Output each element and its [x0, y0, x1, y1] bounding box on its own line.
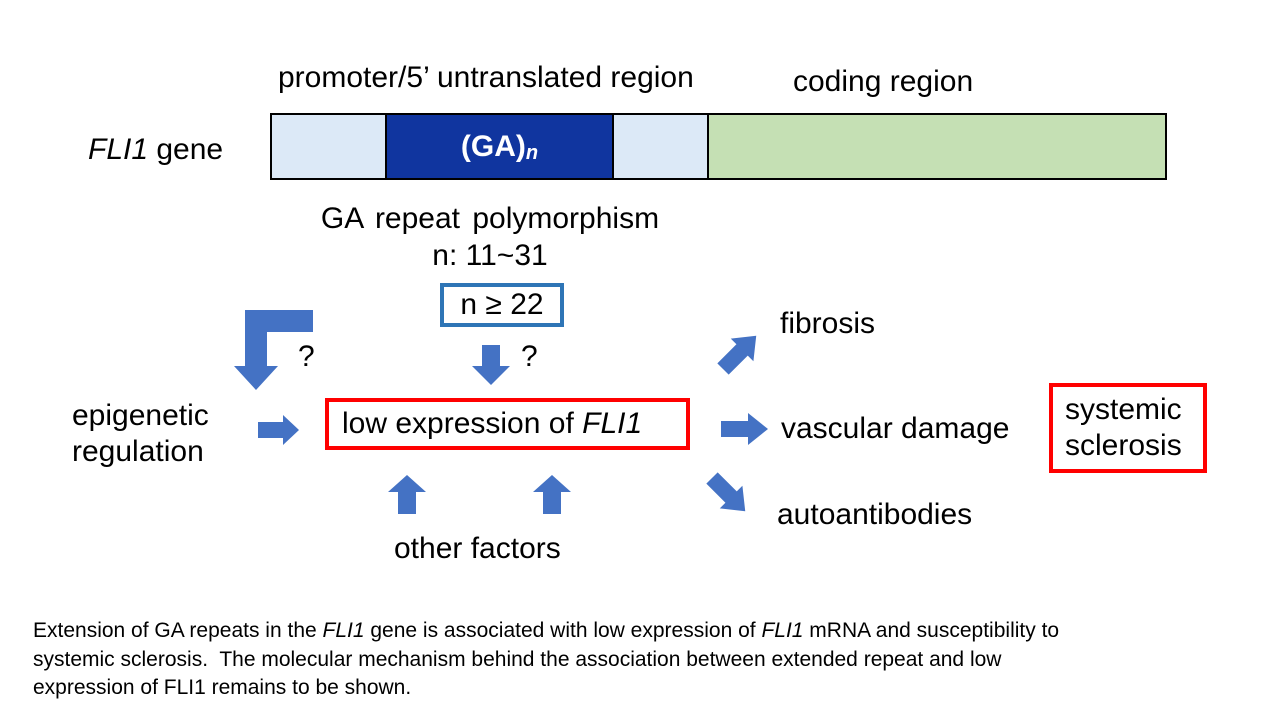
low-expression-box: low expression of FLI1 [325, 398, 690, 450]
ga-repeat-label: (GA) [460, 129, 526, 163]
systemic-line2: sclerosis [1065, 429, 1182, 462]
coding-segment [707, 115, 1165, 178]
systemic-line1: systemic [1065, 393, 1182, 426]
question-mark-center: ? [521, 340, 538, 373]
gene-name-label: FLI1 gene [88, 132, 223, 168]
caption-line-3: expression of FLI1 remains to be shown. [33, 676, 412, 699]
low-expression-gene: FLI1 [582, 407, 643, 440]
systemic-sclerosis-box: systemic sclerosis [1049, 383, 1207, 473]
polymorphism-range: n: 11~31 [432, 239, 548, 272]
epigenetic-right-arrow [258, 415, 299, 445]
threshold-down-arrow [472, 345, 510, 385]
fibrosis-label: fibrosis [780, 307, 876, 340]
epigenetic-line2: regulation [72, 435, 204, 468]
epigenetic-regulation-label: epigenetic regulation [72, 398, 209, 470]
vascular-damage-label: vascular damage [781, 412, 1010, 445]
coding-region-label: coding region [793, 65, 974, 98]
caption-text: mRNA and susceptibility to [803, 619, 1060, 642]
threshold-box: n ≥ 22 [440, 283, 564, 327]
ga-repeat-segment: (GA)n [385, 115, 614, 178]
ga-repeat-subscript: n [525, 142, 539, 164]
caption-text: Extension of GA repeats in the [33, 619, 323, 642]
caption-gene-italic: FLI1 [761, 619, 804, 642]
low-expression-text: low expression of [342, 407, 583, 440]
utr-segment-right [614, 115, 707, 178]
epigenetic-line1: epigenetic [72, 399, 209, 432]
polymorphism-title: GA repeat polymorphism [320, 202, 660, 235]
other-factors-up-arrow-left [388, 475, 426, 514]
gene-name-suffix: gene [148, 133, 224, 166]
caption: Extension of GA repeats in the FLI1 gene… [33, 617, 1059, 703]
gene-name-italic: FLI1 [88, 133, 149, 166]
other-factors-up-arrow-right [533, 475, 571, 514]
fibrosis-diagonal-arrow [717, 335, 757, 375]
utr-segment-left [272, 115, 385, 178]
autoantibodies-label: autoantibodies [777, 498, 973, 531]
other-factors-label: other factors [394, 532, 561, 565]
autoantibodies-diagonal-arrow [706, 472, 746, 512]
promoter-region-label: promoter/5’ untranslated region [278, 61, 694, 94]
question-mark-left: ? [298, 340, 315, 373]
caption-gene-italic: FLI1 [322, 619, 365, 642]
vascular-right-arrow [721, 413, 768, 445]
gene-structure-bar: (GA)n [270, 113, 1167, 180]
caption-line-1: Extension of GA repeats in the FLI1 gene… [33, 617, 1059, 646]
caption-text: gene is associated with low expression o… [364, 619, 762, 642]
caption-line-2: systemic sclerosis. The molecular mechan… [33, 647, 1002, 671]
